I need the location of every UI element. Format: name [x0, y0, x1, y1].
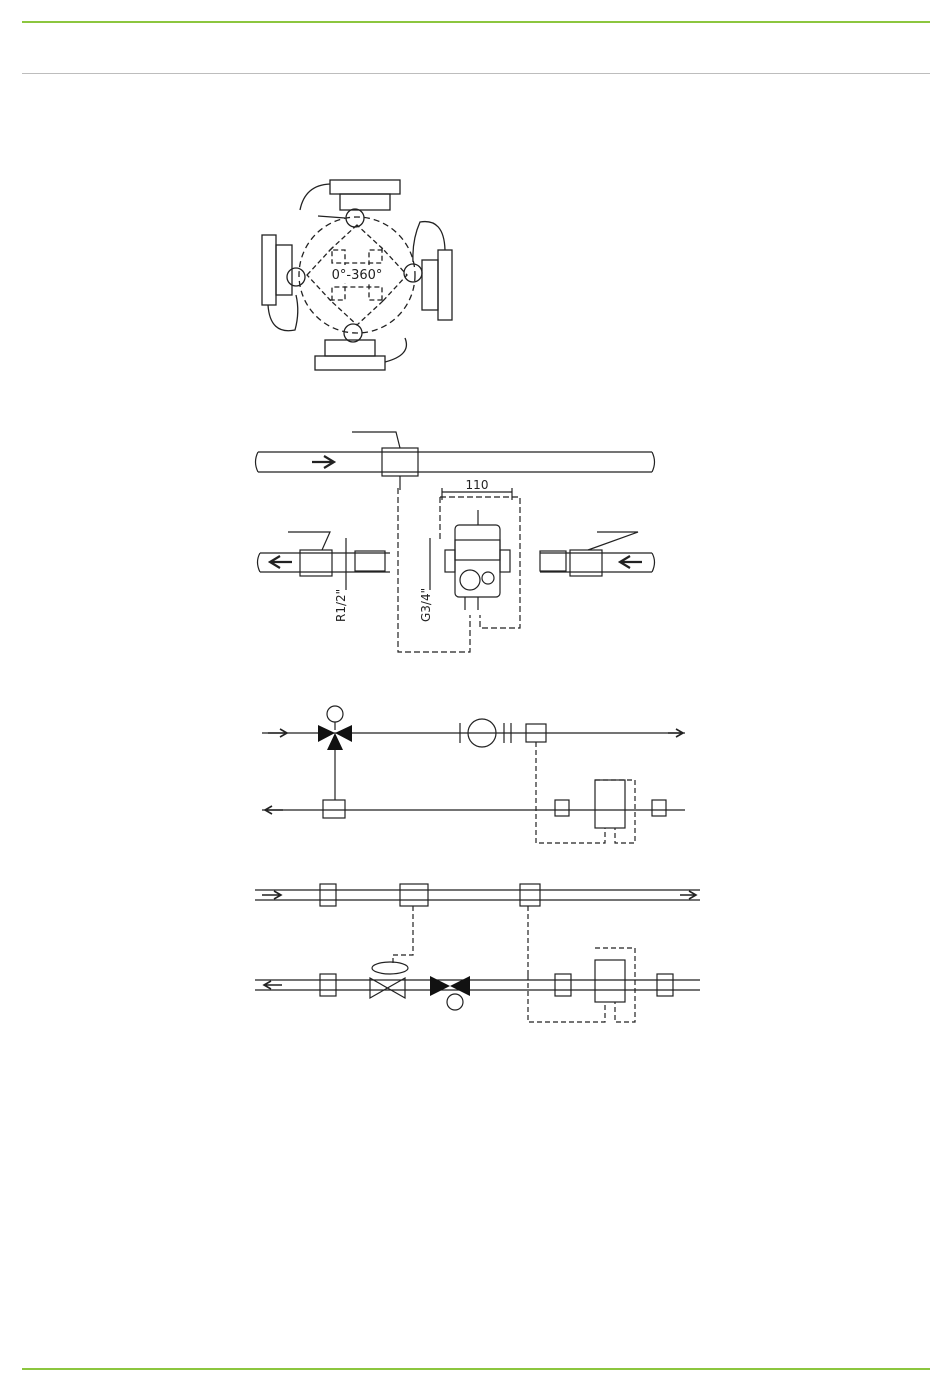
- flow-arrow-icon: [270, 556, 292, 568]
- header-divider-line: [22, 73, 930, 74]
- schematic-a-diagram: [0, 700, 950, 855]
- installation-dimension-diagram: 110 R1/2" G3/4": [0, 420, 950, 660]
- thread-inlet-label: R1/2": [334, 589, 348, 622]
- flow-arrow-icon: [620, 556, 642, 568]
- header-accent-line: [22, 21, 930, 23]
- footer-accent-line: [22, 1368, 930, 1370]
- thread-meter-label: G3/4": [419, 588, 433, 622]
- width-dimension-label: 110: [466, 478, 489, 492]
- rotation-orientation-diagram: 0°-360°: [0, 175, 950, 390]
- schematic-b-diagram: [0, 868, 950, 1028]
- flow-arrow-icon: [312, 456, 334, 468]
- rotation-angle-label: 0°-360°: [332, 268, 383, 283]
